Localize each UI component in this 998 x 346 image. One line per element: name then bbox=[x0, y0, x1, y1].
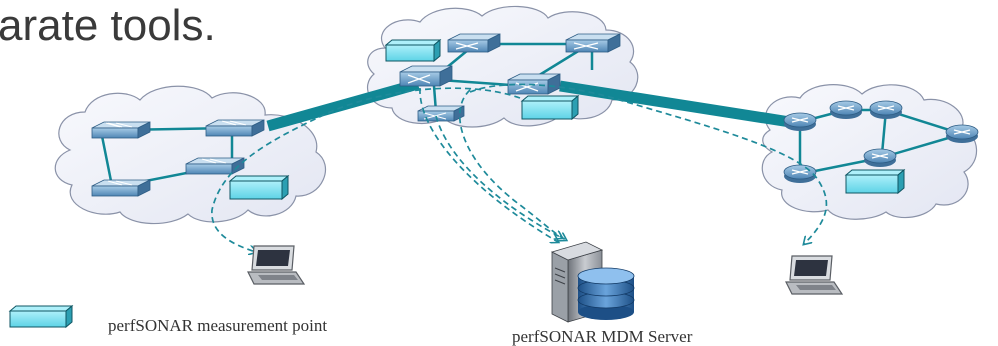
measurement-points bbox=[228, 38, 906, 201]
measurement-point-icon bbox=[384, 38, 442, 63]
left-network-cloud bbox=[54, 85, 327, 225]
database-icon bbox=[577, 267, 635, 320]
measurement-point-icon bbox=[228, 174, 290, 201]
mdm-server-icon bbox=[550, 241, 635, 323]
switch-icon bbox=[399, 65, 453, 87]
router-icon bbox=[783, 112, 817, 131]
router-icon bbox=[863, 148, 897, 167]
switch-icon bbox=[565, 33, 621, 53]
core-network-cloud bbox=[366, 5, 639, 128]
switch-icon bbox=[185, 157, 245, 175]
legend-measurement-point-icon bbox=[8, 304, 74, 329]
switch-icon bbox=[507, 73, 561, 95]
router-icon bbox=[945, 124, 979, 143]
switch-icon bbox=[447, 33, 501, 53]
switch-icon bbox=[91, 121, 151, 139]
legend-measurement-point-label: perfSONAR measurement point bbox=[108, 316, 327, 335]
router-icon bbox=[783, 164, 817, 183]
network-switches bbox=[91, 33, 621, 197]
slide-title-fragment: arate tools. bbox=[0, 1, 216, 50]
mdm-server-label: perfSONAR MDM Server bbox=[512, 327, 693, 346]
laptop-icon bbox=[247, 245, 306, 285]
switch-icon bbox=[205, 119, 265, 137]
router-icon bbox=[869, 100, 903, 119]
dashed-measurement-paths bbox=[211, 83, 828, 252]
router-icon bbox=[829, 100, 863, 119]
measurement-point-icon bbox=[844, 168, 906, 195]
switch-icon bbox=[91, 179, 151, 197]
switch-icon bbox=[417, 105, 465, 122]
backbone-links bbox=[266, 78, 791, 132]
laptop-icon bbox=[785, 255, 844, 295]
measurement-point-icon bbox=[520, 94, 580, 121]
